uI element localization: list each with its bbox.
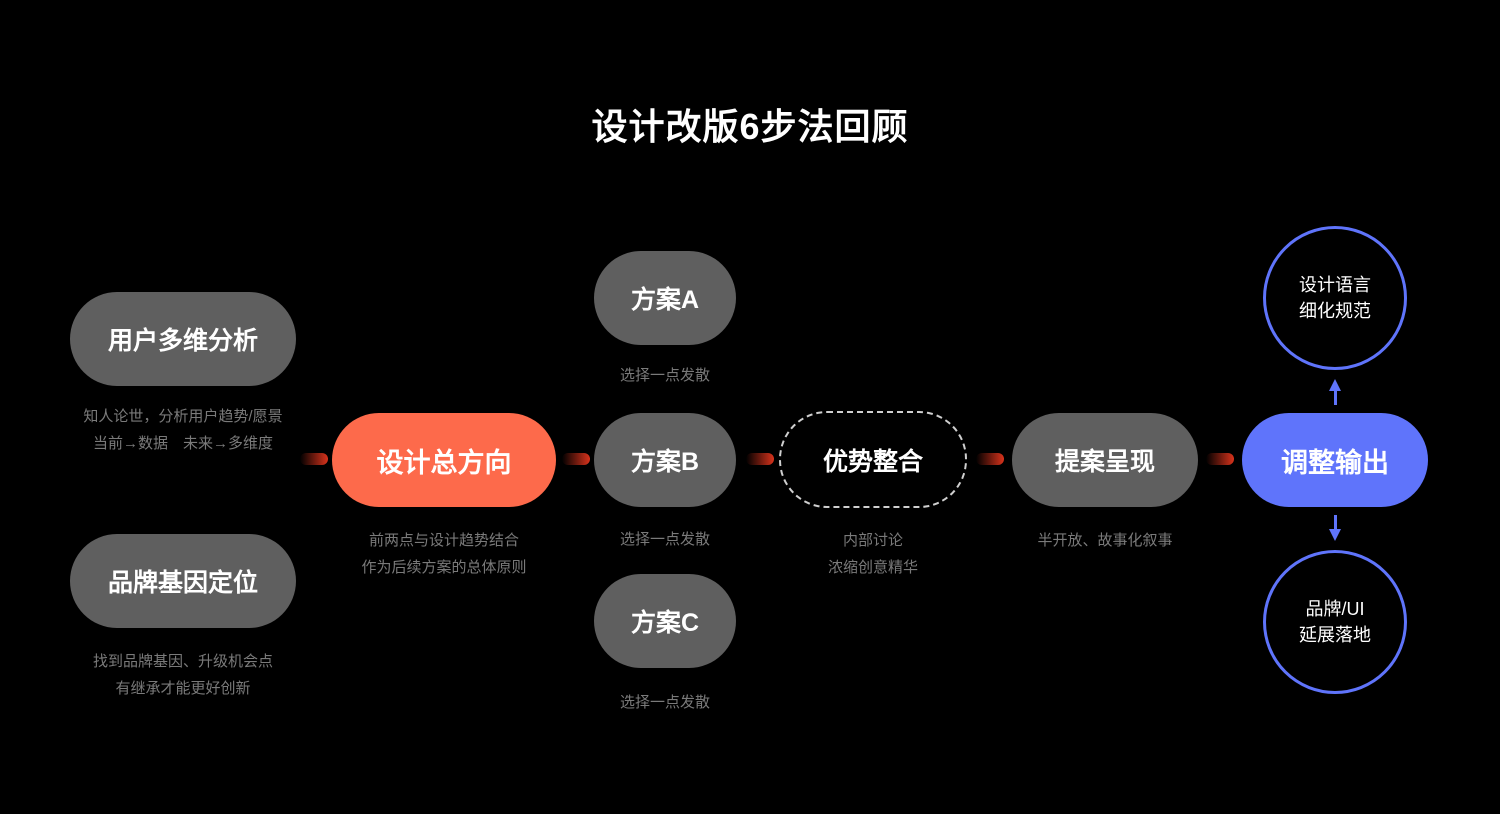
arrow-up-shaft xyxy=(1334,390,1337,405)
plan-b-desc: 选择一点发散 xyxy=(619,531,711,548)
brand-gene-desc: 找到品牌基因、升级机会点 有继承才能更好创新 xyxy=(93,648,273,702)
desc-line: 找到品牌基因、升级机会点 xyxy=(92,653,274,670)
plan-c-desc: 选择一点发散 xyxy=(619,694,711,711)
desc-line: 知人论世，分析用户趋势/愿景 xyxy=(83,408,283,425)
desc-line: 浓缩创意精华 xyxy=(827,559,919,576)
node-plan-c: 方案C xyxy=(594,574,736,668)
node-user-analysis: 用户多维分析 xyxy=(70,292,296,386)
merge-desc: 内部讨论 浓缩创意精华 xyxy=(828,527,918,581)
node-output: 调整输出 xyxy=(1242,413,1428,507)
connector xyxy=(300,453,328,465)
desc-line: 当前→数据 未来→多维度 xyxy=(92,435,274,452)
circle-line: 延展落地 xyxy=(1299,625,1371,645)
design-direction-desc: 前两点与设计趋势结合 作为后续方案的总体原则 xyxy=(361,527,526,581)
circle-line: 品牌/UI xyxy=(1305,599,1365,619)
connector xyxy=(746,453,774,465)
node-design-spec: 设计语言 细化规范 xyxy=(1263,226,1407,370)
connector xyxy=(976,453,1004,465)
plan-a-desc: 选择一点发散 xyxy=(619,367,711,384)
user-analysis-desc: 知人论世，分析用户趋势/愿景 当前→数据 未来→多维度 xyxy=(83,403,282,457)
connector xyxy=(562,453,590,465)
node-brand-ui-landing: 品牌/UI 延展落地 xyxy=(1263,550,1407,694)
arrow-down-icon xyxy=(1329,529,1341,541)
node-brand-gene: 品牌基因定位 xyxy=(70,534,296,628)
page-title: 设计改版6步法回顾 xyxy=(591,106,909,147)
node-design-direction: 设计总方向 xyxy=(332,413,556,507)
circle-line: 细化规范 xyxy=(1299,301,1371,321)
node-plan-b: 方案B xyxy=(594,413,736,507)
connector xyxy=(1206,453,1234,465)
arrow-down-shaft xyxy=(1334,515,1337,530)
arrow-up-icon xyxy=(1329,379,1341,391)
desc-line: 有继承才能更好创新 xyxy=(115,680,251,697)
desc-line: 前两点与设计趋势结合 xyxy=(368,532,520,549)
node-merge: 优势整合 xyxy=(779,411,967,508)
proposal-desc: 半开放、故事化叙事 xyxy=(1037,532,1173,549)
desc-line: 内部讨论 xyxy=(842,532,904,549)
node-proposal: 提案呈现 xyxy=(1012,413,1198,507)
circle-line: 设计语言 xyxy=(1299,275,1371,295)
desc-line: 作为后续方案的总体原则 xyxy=(361,559,527,576)
node-plan-a: 方案A xyxy=(594,251,736,345)
